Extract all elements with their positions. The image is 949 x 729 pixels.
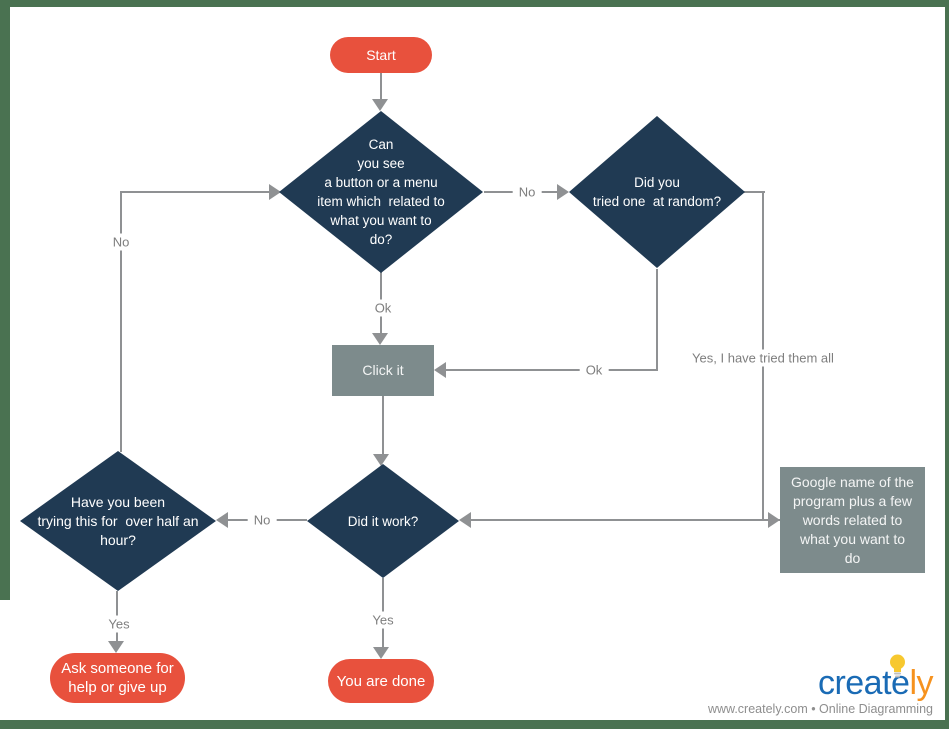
edge-google-to-work-line xyxy=(470,519,780,521)
arrowhead-into-click-right xyxy=(434,362,446,378)
arrowhead-into-click-top xyxy=(372,333,388,345)
node-done-label: You are done xyxy=(336,672,426,690)
node-ask-label: Ask someone for help or give up xyxy=(61,660,174,696)
edge-tried-to-click-hline xyxy=(436,369,658,371)
creately-branding[interactable]: creately www.creately.com • Online Diagr… xyxy=(708,652,933,716)
node-work-label: Did it work? xyxy=(347,513,419,529)
edge-label-yes-to-done: Yes xyxy=(366,611,400,629)
edge-start-to-cansee-line xyxy=(380,73,382,101)
arrowhead-into-work-top xyxy=(373,454,389,466)
node-decision-half-an-hour[interactable]: Have you been trying this for over half … xyxy=(20,451,216,591)
node-decision-did-it-work[interactable]: Did it work? xyxy=(307,464,459,578)
node-decision-tried-one-at-random[interactable]: Did you tried one at random? xyxy=(569,116,745,268)
edge-hour-to-cansee-hline xyxy=(120,191,272,193)
edge-hour-to-cansee-vline xyxy=(120,192,122,452)
arrowhead-into-done-top xyxy=(373,647,389,659)
logo-text-orange: ly xyxy=(909,664,933,702)
edge-label-yes-to-ask: Yes xyxy=(102,615,136,633)
edge-label-ok-from-tried: Ok xyxy=(579,361,609,379)
edge-click-to-work-line xyxy=(382,396,384,455)
edge-label-no-back-to-top: No xyxy=(106,233,136,251)
node-process-google-it[interactable]: Google name of the program plus a few wo… xyxy=(780,467,925,573)
edge-tried-to-google-hline1 xyxy=(744,191,765,193)
creately-tagline[interactable]: www.creately.com • Online Diagramming xyxy=(707,702,933,716)
arrowhead-into-hour-right xyxy=(216,512,228,528)
lightbulb-icon xyxy=(889,650,906,684)
node-process-click-it[interactable]: Click it xyxy=(332,345,434,396)
edge-label-tried-all: Yes, I have tried them all xyxy=(686,349,840,367)
frame-border-bottom xyxy=(0,720,949,729)
node-start-label: Start xyxy=(366,46,396,63)
edge-label-ok-to-click: Ok xyxy=(368,299,398,317)
node-cansee-label: Can you see a button or a menu item whic… xyxy=(317,137,445,247)
arrowhead-into-cansee-left xyxy=(269,184,281,200)
creately-logo[interactable]: creately xyxy=(818,652,933,700)
arrowhead-into-cansee-top xyxy=(372,99,388,111)
arrowhead-into-ask-top xyxy=(108,641,124,653)
node-terminal-ask-someone[interactable]: Ask someone for help or give up xyxy=(50,653,185,703)
edge-label-no-to-tried: No xyxy=(512,183,542,201)
node-tried-label: Did you tried one at random? xyxy=(592,175,722,209)
frame-border-right xyxy=(945,0,949,729)
edge-tried-to-click-vline xyxy=(656,269,658,371)
frame-border-top xyxy=(0,0,949,7)
frame-border-left xyxy=(0,0,10,600)
edge-label-no-to-hour: No xyxy=(247,511,277,529)
node-click-label: Click it xyxy=(362,362,404,378)
node-google-label: Google name of the program plus a few wo… xyxy=(791,473,914,566)
node-decision-can-you-see-button[interactable]: Can you see a button or a menu item whic… xyxy=(279,111,483,273)
node-hour-label: Have you been trying this for over half … xyxy=(37,493,199,548)
arrowhead-into-work-right xyxy=(459,512,471,528)
arrowhead-into-tried-left xyxy=(557,184,569,200)
node-terminal-you-are-done[interactable]: You are done xyxy=(328,659,434,703)
node-start[interactable]: Start xyxy=(330,37,432,73)
arrowhead-into-google-left xyxy=(768,512,780,528)
